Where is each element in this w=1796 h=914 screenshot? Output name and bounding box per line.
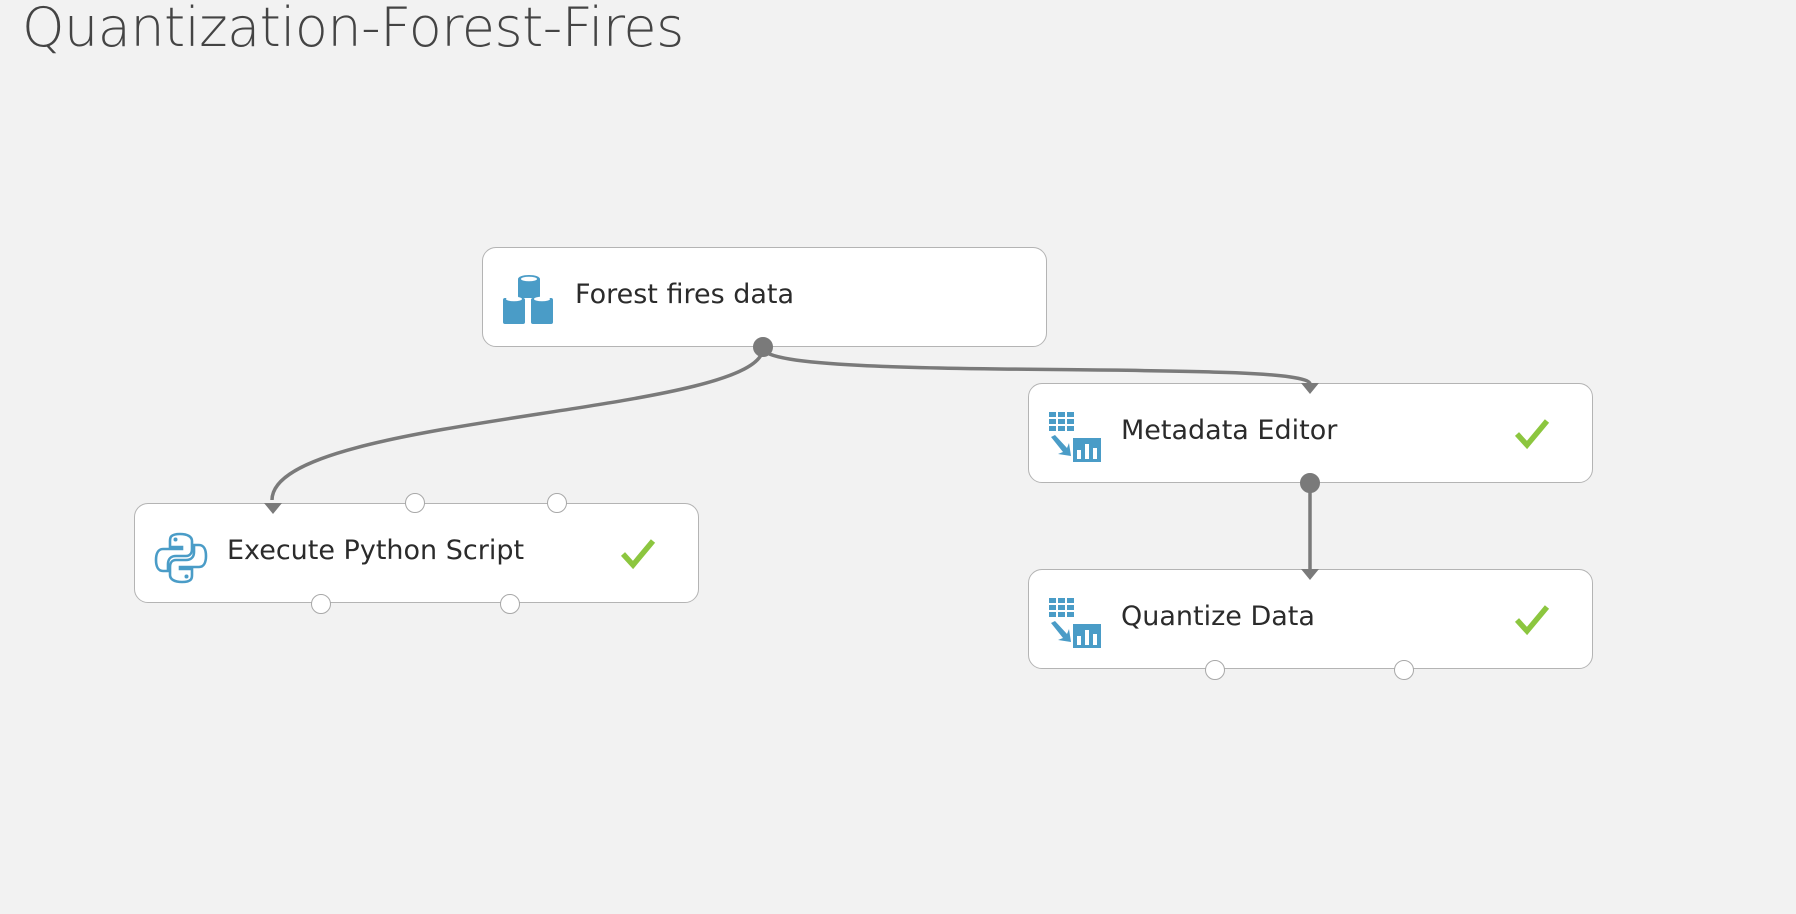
completed-check-icon <box>1514 419 1550 450</box>
python-icon <box>154 532 208 584</box>
connection-forest-to-metadata[interactable] <box>761 347 1312 386</box>
module-forest-fires-data[interactable]: Forest fires data <box>482 247 1047 357</box>
module-metadata-editor[interactable]: Metadata Editor <box>1028 383 1593 493</box>
output-port-quantized-dataset[interactable] <box>1205 660 1225 680</box>
transform-data-icon <box>1049 412 1101 462</box>
module-label: Quantize Data <box>1121 601 1315 632</box>
module-execute-python-script[interactable]: Execute Python Script <box>134 493 699 614</box>
experiment-title: Quantization-Forest-Fires <box>22 0 684 59</box>
input-port-dataset1[interactable] <box>264 503 282 514</box>
output-port[interactable] <box>753 337 773 357</box>
completed-check-icon <box>1514 605 1550 636</box>
completed-check-icon <box>620 539 656 570</box>
input-port[interactable] <box>1301 383 1319 394</box>
output-port-result-dataset[interactable] <box>311 594 331 614</box>
input-port-dataset2[interactable] <box>405 493 425 513</box>
transform-data-icon <box>1049 598 1101 648</box>
output-port-transformation[interactable] <box>1394 660 1414 680</box>
output-port[interactable] <box>1300 473 1320 493</box>
module-label: Forest fires data <box>575 279 795 310</box>
module-quantize-data[interactable]: Quantize Data <box>1028 569 1593 680</box>
input-port[interactable] <box>1301 569 1319 580</box>
input-port-script-bundle[interactable] <box>547 493 567 513</box>
output-port-python-device[interactable] <box>500 594 520 614</box>
dataset-icon <box>503 275 553 324</box>
module-label: Execute Python Script <box>227 535 525 566</box>
connection-forest-to-python[interactable] <box>270 347 765 501</box>
module-label: Metadata Editor <box>1121 415 1338 446</box>
